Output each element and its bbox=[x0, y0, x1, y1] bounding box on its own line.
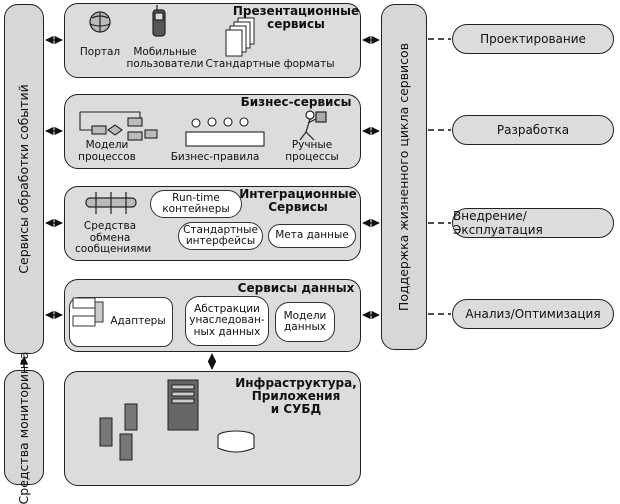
phase-design: Проектирование bbox=[452, 24, 614, 54]
manual-processes-label: Ручные процессы bbox=[285, 139, 339, 163]
standard-formats-label: Стандартные форматы bbox=[205, 58, 335, 70]
monitoring-label: Средства мониторинга bbox=[16, 351, 31, 504]
phase-analysis: Анализ/Оптимизация bbox=[452, 299, 614, 329]
standard-interfaces-pill: Стандартные интерфейсы bbox=[178, 222, 263, 250]
presentation-services-title: Презентационные сервисы bbox=[232, 4, 360, 31]
data-models-pill: Модели данных bbox=[275, 302, 335, 342]
portal-label: Портал bbox=[79, 46, 121, 58]
integration-services-title: Интеграционные Сервисы bbox=[239, 187, 357, 214]
phase-deployment: Внедрение/Эксплуатация bbox=[452, 208, 614, 238]
business-rules-label: Бизнес-правила bbox=[170, 151, 260, 163]
lifecycle-bar: Поддержка жизненного цикла сервисов bbox=[381, 4, 427, 350]
presentation-services-panel: Презентационные сервисы Портал Мобильные… bbox=[64, 3, 361, 78]
metadata-pill: Мета данные bbox=[268, 224, 356, 248]
business-services-panel: Бизнес-сервисы Модели процессов Бизнес-п… bbox=[64, 94, 361, 169]
data-services-panel: Сервисы данных Адаптеры Абстракции унасл… bbox=[64, 279, 361, 352]
business-services-title: Бизнес-сервисы bbox=[240, 95, 352, 109]
adapters-box: Адаптеры bbox=[69, 297, 173, 347]
integration-services-panel: Интеграционные Сервисы Средства обмена с… bbox=[64, 186, 361, 261]
infrastructure-panel: Инфраструктура, Приложения и СУБД bbox=[64, 371, 361, 486]
messaging-label: Средства обмена сообщениями bbox=[75, 220, 152, 255]
phase-connectors bbox=[428, 38, 451, 315]
infrastructure-title: Инфраструктура, Приложения и СУБД bbox=[235, 376, 357, 416]
adapters-label: Адаптеры bbox=[110, 315, 166, 327]
process-models-label: Модели процессов bbox=[78, 139, 136, 163]
mobile-users-label: Мобильные пользователи bbox=[126, 46, 204, 70]
event-processing-label: Сервисы обработки событий bbox=[16, 84, 31, 274]
lifecycle-label: Поддержка жизненного цикла сервисов bbox=[396, 42, 411, 312]
event-processing-bar: Сервисы обработки событий bbox=[4, 4, 44, 354]
data-services-title: Сервисы данных bbox=[237, 281, 355, 295]
monitoring-bar: Средства мониторинга bbox=[4, 351, 44, 504]
runtime-containers-pill: Run-time контейнеры bbox=[150, 190, 242, 218]
legacy-abstraction-pill: Абстракции унаследован- ных данных bbox=[185, 296, 269, 346]
phase-development: Разработка bbox=[452, 115, 614, 145]
